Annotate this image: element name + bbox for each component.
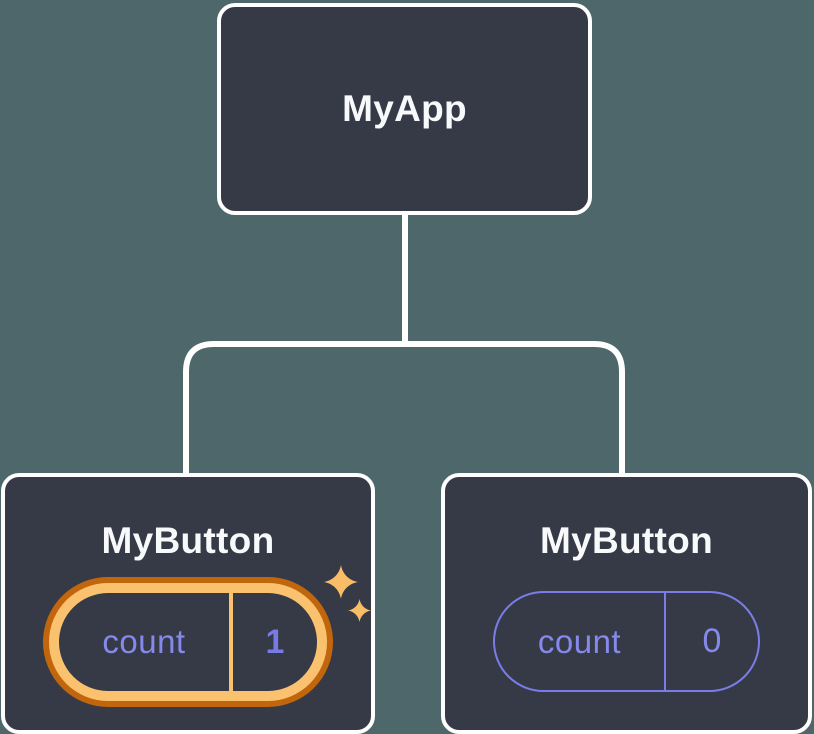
state-pill-core: count 1	[59, 593, 317, 691]
sparkle-large	[324, 565, 358, 599]
state-pill-highlight-ring: count 1	[49, 583, 327, 701]
node-title-mybutton-left: MyButton	[101, 520, 275, 561]
component-node-mybutton-left: MyButton count 1	[1, 473, 375, 734]
state-value: 0	[702, 622, 722, 660]
state-pill: count 0	[493, 591, 760, 692]
state-pill-highlighted: count 1	[43, 577, 333, 707]
pill-divider	[664, 593, 666, 690]
node-title-myapp: MyApp	[342, 88, 467, 129]
connector-branch	[183, 341, 625, 476]
node-title-mybutton-right: MyButton	[540, 520, 713, 561]
state-name-label: count	[102, 623, 186, 660]
component-node-mybutton-right: MyButton count 0	[441, 473, 812, 734]
sparkle-small	[348, 599, 372, 623]
state-value: 1	[265, 622, 285, 661]
pill-divider	[229, 593, 233, 691]
sparkles-icon	[324, 565, 372, 623]
component-node-myapp: MyApp	[217, 3, 592, 215]
state-name-label: count	[537, 622, 622, 660]
